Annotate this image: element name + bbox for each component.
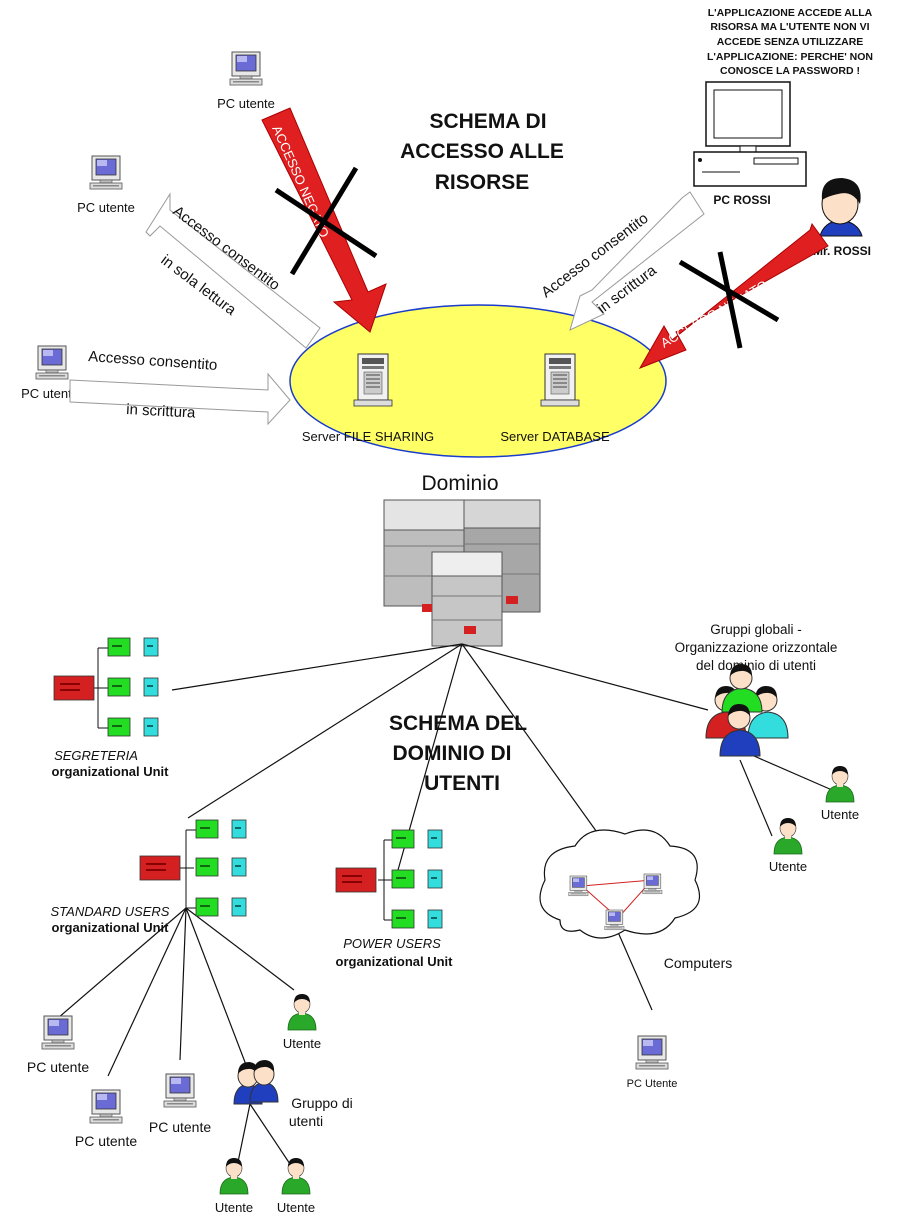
- access-title-line2: ACCESSO ALLE: [400, 140, 564, 163]
- pc-utente-cloud-label: PC Utente: [627, 1078, 678, 1090]
- utente-g2-icon[interactable]: [281, 1157, 311, 1195]
- ou-power-type: organizational Unit: [336, 954, 454, 969]
- pc-utente-write-icon[interactable]: [35, 345, 69, 380]
- ou-segreteria-icon[interactable]: [53, 637, 159, 737]
- utente-g1-label: Utente: [215, 1200, 253, 1215]
- write-arrow: Accesso consentito in scrittura: [69, 348, 291, 426]
- utente-gg1-label: Utente: [821, 807, 859, 822]
- pc-utente-2-icon[interactable]: [89, 1089, 123, 1124]
- domain-title-line1: SCHEMA DEL: [389, 712, 527, 735]
- note-line: RISORSA MA L'UTENTE NON VI: [710, 21, 869, 33]
- utente-g1-icon[interactable]: [219, 1157, 249, 1195]
- global-groups-line3: del dominio di utenti: [696, 658, 816, 673]
- pc-utente-cloud-icon[interactable]: [635, 1035, 669, 1070]
- utente-gg1-icon[interactable]: [825, 765, 855, 803]
- gruppo-line1: Gruppo di: [291, 1095, 352, 1111]
- computers-label: Computers: [664, 955, 732, 971]
- file-sharing-server-icon[interactable]: [353, 353, 393, 407]
- ou-power-icon[interactable]: [335, 829, 443, 929]
- gruppo-line2: utenti: [289, 1113, 323, 1129]
- ou-standard-name: STANDARD USERS: [51, 904, 170, 919]
- pc-rossi-icon[interactable]: [693, 81, 807, 187]
- gruppo-utenti-icon[interactable]: [233, 1060, 279, 1105]
- pc-rossi-label: PC ROSSI: [713, 193, 770, 207]
- ou-standard-icon[interactable]: [139, 819, 247, 917]
- server-database-label: Server DATABASE: [500, 429, 610, 444]
- password-note: L'APPLICAZIONE ACCEDE ALLA RISORSA MA L'…: [707, 7, 873, 77]
- mr-rossi-label: Mr. ROSSI: [813, 244, 871, 258]
- domain-servers-icon[interactable]: [383, 499, 541, 647]
- pc-utente-3-icon[interactable]: [163, 1073, 197, 1108]
- access-schema-title: SCHEMA DI ACCESSO ALLE RISORSE: [400, 110, 564, 194]
- utente-std-label: Utente: [283, 1036, 321, 1051]
- denied-arrow-right-label: ACCESSO NEGATO: [658, 277, 770, 350]
- denied-arrow-right: ACCESSO NEGATO: [638, 222, 829, 369]
- ou-standard-type: organizational Unit: [52, 920, 170, 935]
- global-groups-line2: Organizzazione orizzontale: [675, 640, 838, 655]
- note-line: ACCEDE SENZA UTILIZZARE: [717, 36, 864, 48]
- pc-utente-2-label: PC utente: [75, 1133, 137, 1149]
- ou-segreteria-name: SEGRETERIA: [54, 748, 138, 763]
- global-groups-icon[interactable]: [705, 664, 789, 757]
- database-server-icon[interactable]: [540, 353, 580, 407]
- access-title-line1: SCHEMA DI: [429, 110, 546, 133]
- domain-title-line2: DOMINIO DI: [393, 742, 512, 765]
- utente-g2-label: Utente: [277, 1200, 315, 1215]
- note-line: CONOSCE LA PASSWORD !: [720, 65, 860, 77]
- pc-utente-1-label: PC utente: [27, 1059, 89, 1075]
- global-groups-line1: Gruppi globali -: [710, 622, 802, 637]
- domain-label: Dominio: [421, 472, 498, 495]
- server-file-sharing-label: Server FILE SHARING: [302, 429, 434, 444]
- domain-links: [57, 643, 833, 1165]
- ou-segreteria-type: organizational Unit: [52, 764, 170, 779]
- pc-utente-left-label: PC utente: [77, 200, 135, 215]
- access-title-line3: RISORSE: [435, 171, 530, 194]
- ou-power-name: POWER USERS: [343, 936, 441, 951]
- utente-std-icon[interactable]: [287, 993, 317, 1031]
- write-arrow-line2: in scrittura: [126, 401, 197, 422]
- note-line: L'APPLICAZIONE: PERCHE' NON: [707, 51, 873, 63]
- pc-utente-3-label: PC utente: [149, 1119, 211, 1135]
- computers-cloud[interactable]: [539, 829, 700, 939]
- pc-utente-1-icon[interactable]: [41, 1015, 75, 1050]
- write-arrow-line1: Accesso consentito: [88, 348, 218, 374]
- pc-utente-top-icon[interactable]: [229, 51, 263, 86]
- mr-rossi-avatar: [819, 178, 863, 237]
- pc-utente-left-icon[interactable]: [89, 155, 123, 190]
- note-line: L'APPLICAZIONE ACCEDE ALLA: [708, 7, 873, 19]
- pc-utente-write-label: PC utente: [21, 386, 79, 401]
- rossi-write-arrow: Accesso consentito in scrittura: [538, 191, 705, 331]
- resources-ellipse: [289, 304, 667, 458]
- utente-gg2-label: Utente: [769, 859, 807, 874]
- pc-utente-top-label: PC utente: [217, 96, 275, 111]
- domain-title-line3: UTENTI: [424, 772, 500, 795]
- utente-gg2-icon[interactable]: [773, 817, 803, 855]
